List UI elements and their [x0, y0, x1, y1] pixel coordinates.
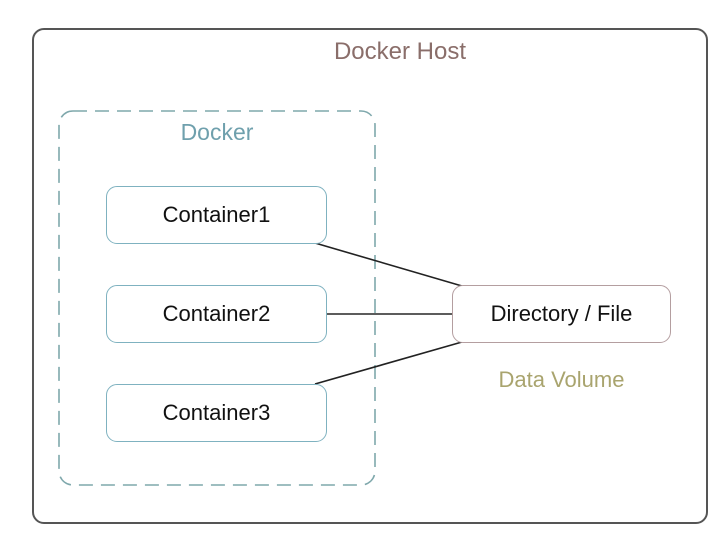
container1-label: Container1 [162, 202, 271, 227]
docker-host-label: Docker Host [333, 38, 467, 65]
docker-engine-box [58, 110, 376, 486]
container2-label: Container2 [162, 301, 271, 326]
docker-label: Docker [180, 119, 254, 145]
directory-file-box: Directory / File [452, 285, 671, 343]
container1-box: Container1 [106, 186, 327, 244]
docker-host-box [32, 28, 708, 524]
docker-dashed-border [58, 110, 376, 486]
container3-label: Container3 [162, 400, 271, 425]
container2-box: Container2 [106, 285, 327, 343]
directory-file-label: Directory / File [490, 301, 633, 326]
data-volume-label: Data Volume [498, 367, 625, 392]
container3-box: Container3 [106, 384, 327, 442]
